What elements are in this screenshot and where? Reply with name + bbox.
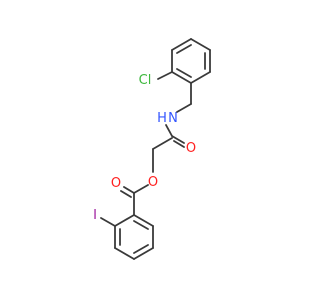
bond — [123, 186, 135, 194]
nitrogen-hydrogen-label: H — [157, 111, 167, 126]
bond — [133, 214, 154, 227]
bond — [114, 214, 135, 227]
atom-labels: Cl N H O O O I — [93, 73, 196, 223]
bond — [133, 244, 149, 254]
ester-carbonyl-oxygen-label: O — [111, 176, 121, 191]
molecule-diagram: Cl N H O O O I — [93, 38, 211, 260]
bond — [171, 38, 192, 51]
bond — [190, 71, 211, 84]
bond — [176, 44, 192, 54]
bond — [133, 247, 154, 260]
bond — [133, 184, 149, 194]
bond — [114, 247, 135, 260]
bond — [157, 71, 173, 80]
bond — [152, 137, 173, 150]
bond — [100, 217, 116, 227]
bond — [176, 103, 192, 113]
bond — [176, 68, 192, 78]
bond — [165, 124, 173, 137]
bond — [173, 140, 185, 148]
iodine-label: I — [93, 208, 97, 223]
bond — [120, 190, 132, 198]
bond-lines — [100, 38, 211, 260]
amide-oxygen-label: O — [186, 141, 196, 156]
bond — [171, 135, 185, 144]
bond — [190, 38, 211, 51]
nitrogen-label: N — [168, 111, 178, 126]
bond — [171, 71, 192, 84]
chlorine-label: Cl — [139, 73, 152, 88]
bond — [133, 220, 149, 230]
ester-oxygen-label: O — [148, 175, 158, 190]
